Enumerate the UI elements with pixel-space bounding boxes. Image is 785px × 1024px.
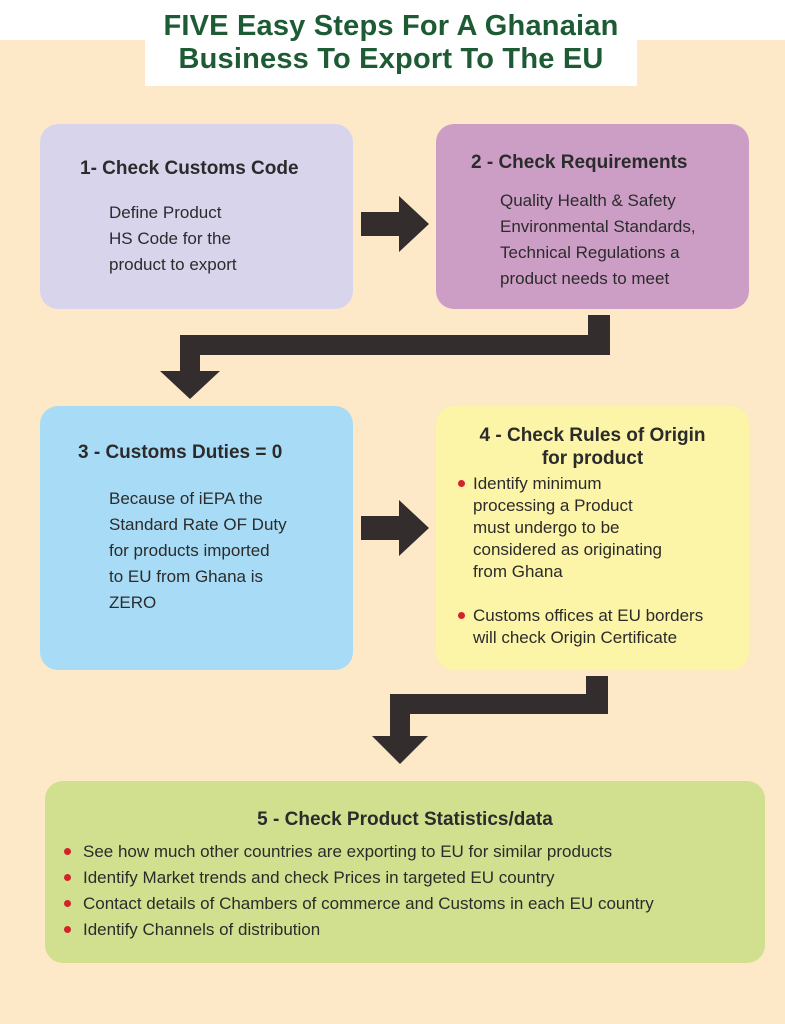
step-2-title: 2 - Check Requirements [471, 152, 688, 173]
step-5-bullet-item: Identify Market trends and check Prices … [63, 865, 654, 891]
bullet-icon [458, 480, 465, 487]
right-arrow-icon [361, 196, 429, 252]
step-2-box: 2 - Check Requirements Quality Health & … [436, 124, 749, 309]
bullet-icon [64, 926, 71, 933]
elbow-down-arrow-icon [372, 676, 608, 764]
bullet-icon [64, 900, 71, 907]
step-5-bullet-list: See how much other countries are exporti… [63, 839, 654, 943]
step-4-title-line-2: for product [541, 448, 644, 469]
step-4-bullet-line: must undergo to be [473, 518, 620, 537]
step-3-text: Because of iEPA the Standard Rate OF Dut… [109, 486, 287, 616]
step-1-text: Define Product HS Code for the product t… [109, 200, 237, 278]
step-5-bullet-item: See how much other countries are exporti… [63, 839, 654, 865]
step-5-box: 5 - Check Product Statistics/data See ho… [45, 781, 765, 963]
step-1-title: 1- Check Customs Code [80, 158, 299, 179]
right-arrow-icon [361, 500, 429, 556]
page-title-line-2: Business To Export To The EU [178, 43, 604, 75]
step-3-line: for products imported [109, 541, 270, 560]
step-4-bullet-line: Identify minimum [473, 474, 602, 493]
bullet-icon [64, 874, 71, 881]
step-5-bullet-text: Identify Market trends and check Prices … [83, 868, 555, 887]
step-5-bullet-item: Contact details of Chambers of commerce … [63, 891, 654, 917]
step-4-title-line-1: 4 - Check Rules of Origin [479, 425, 706, 446]
step-5-bullet-item: Identify Channels of distribution [63, 917, 654, 943]
step-3-line: Standard Rate OF Duty [109, 515, 287, 534]
step-1-box: 1- Check Customs Code Define Product HS … [40, 124, 353, 309]
bullet-icon [458, 612, 465, 619]
step-1-line: Define Product [109, 203, 222, 222]
step-4-bullet-line: considered as originating [473, 540, 663, 559]
page-title-line-1: FIVE Easy Steps For A Ghanaian [163, 10, 619, 42]
step-2-text: Quality Health & Safety Environmental St… [500, 188, 696, 292]
step-5-bullet-text: Identify Channels of distribution [83, 920, 321, 939]
step-5-title: 5 - Check Product Statistics/data [257, 809, 553, 830]
step-4-bullet-item: Customs offices at EU borders will check… [456, 605, 703, 649]
step-2-line: product needs to meet [500, 269, 670, 288]
step-1-line: product to export [109, 255, 237, 274]
step-2-line: Environmental Standards, [500, 217, 696, 236]
step-3-box: 3 - Customs Duties = 0 Because of iEPA t… [40, 406, 353, 670]
step-3-line: to EU from Ghana is [109, 567, 264, 586]
step-4-bullet-line: from Ghana [473, 562, 563, 581]
step-4-bullet-line: Customs offices at EU borders [473, 606, 704, 625]
step-4-bullet-line: processing a Product [473, 496, 633, 515]
elbow-down-arrow-icon [160, 315, 610, 399]
bullet-icon [64, 848, 71, 855]
step-4-box: 4 - Check Rules of Origin for product Id… [436, 406, 749, 670]
step-4-title: 4 - Check Rules of Origin for product [436, 424, 749, 470]
title-banner: FIVE Easy Steps For A Ghanaian Business … [145, 0, 637, 86]
step-5-bullet-text: See how much other countries are exporti… [83, 842, 613, 861]
step-2-line: Technical Regulations a [500, 243, 680, 262]
step-3-line: Because of iEPA the [109, 489, 263, 508]
step-4-bullet-line: will check Origin Certificate [473, 628, 678, 647]
step-1-line: HS Code for the [109, 229, 231, 248]
step-4-bullet-list: Identify minimum processing a Product mu… [456, 473, 703, 671]
step-3-line: ZERO [109, 593, 157, 612]
step-2-line: Quality Health & Safety [500, 191, 676, 210]
step-4-bullet-item: Identify minimum processing a Product mu… [456, 473, 703, 583]
step-3-title: 3 - Customs Duties = 0 [78, 442, 283, 463]
step-5-bullet-text: Contact details of Chambers of commerce … [83, 894, 654, 913]
